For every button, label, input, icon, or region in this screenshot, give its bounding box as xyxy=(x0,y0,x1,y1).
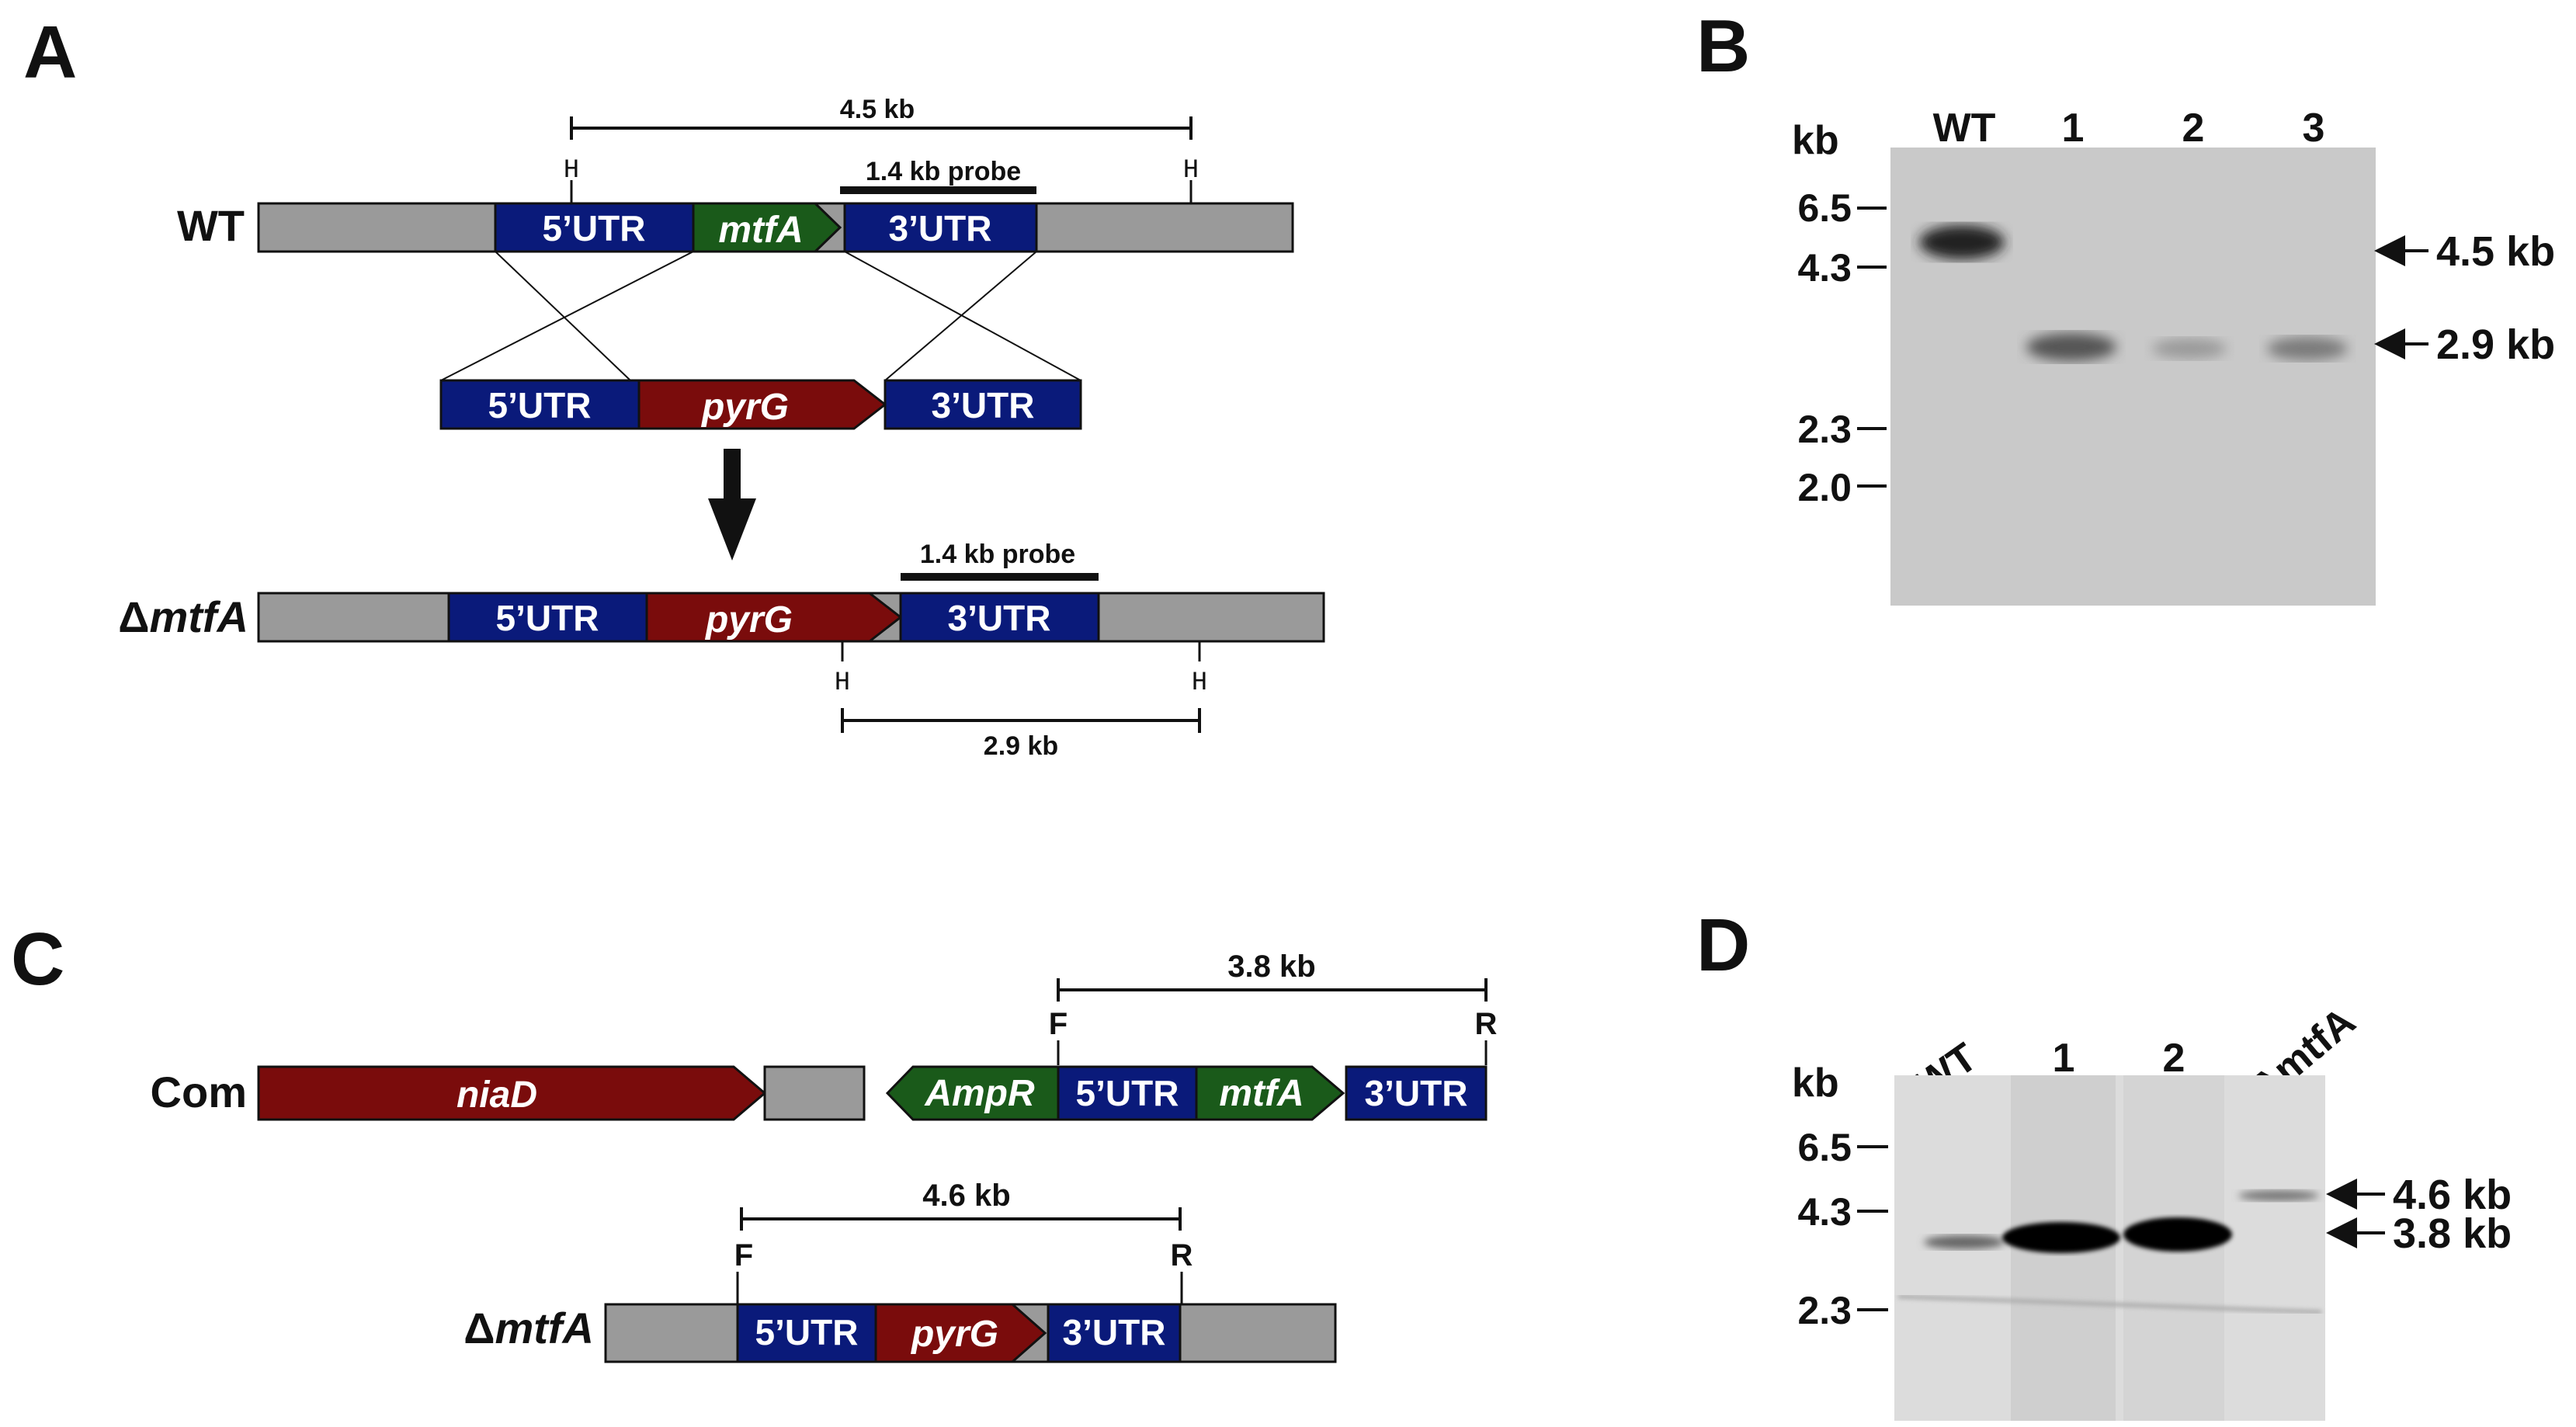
mut-c-primer-f: F xyxy=(734,1238,753,1272)
gel-b-marker-6.5: 6.5 xyxy=(1797,186,1852,230)
mut-c-range-bar: 4.6 kb xyxy=(740,1179,1182,1231)
gel-b-lane-wt: WT xyxy=(1933,106,1996,151)
mut-c-primer-r: R xyxy=(1171,1238,1193,1272)
panel-b: B kb WT 1 2 3 6.5 4.3 2.3 2.0 4.5 kb 2.9… xyxy=(1696,5,2555,606)
cassette-pyrg-arrow xyxy=(637,379,887,430)
gel-d-band-1 xyxy=(2002,1222,2120,1253)
gel-b-band-wt xyxy=(1919,225,2005,259)
mut-c-5utr-box xyxy=(736,1303,877,1363)
cassette-5utr-label: 5’UTR xyxy=(488,385,592,425)
mut-c-label: ΔmtfA xyxy=(463,1304,594,1352)
gel-d-arrow-3.8: 3.8 kb xyxy=(2393,1210,2512,1257)
mut-pyrg-arrow xyxy=(645,592,903,643)
cassette-3utr-label: 3’UTR xyxy=(932,385,1035,425)
com-primer-r: R xyxy=(1475,1007,1498,1041)
mut-c-3utr-box xyxy=(1047,1303,1182,1363)
gel-b-lane-1: 1 xyxy=(2062,106,2085,151)
gel-d-lane-1: 1 xyxy=(2053,1036,2075,1081)
wt-3utr-label: 3’UTR xyxy=(889,208,992,248)
com-5utr-label: 5’UTR xyxy=(1076,1073,1179,1113)
cassette-5utr-box xyxy=(439,379,641,430)
mut-c-pyrg-arrow xyxy=(874,1303,1047,1363)
com-mtfa-label: mtfA xyxy=(1219,1073,1304,1114)
gel-b-membrane xyxy=(1890,148,2376,606)
gel-d-marker-6.5: 6.5 xyxy=(1797,1126,1852,1169)
gel-b-lane-2: 2 xyxy=(2182,106,2205,151)
wt-mtfa-label: mtfA xyxy=(718,210,803,251)
com-gray-segment xyxy=(763,1065,866,1121)
gel-d-arrow-4.6: 4.6 kb xyxy=(2393,1172,2512,1218)
gel-d-unit: kb xyxy=(1792,1061,1839,1106)
gel-b-arrow-4.5: 4.5 kb xyxy=(2436,228,2555,275)
gel-b-marker-2.0: 2.0 xyxy=(1797,466,1852,509)
gel-d-lane-2: 2 xyxy=(2163,1036,2185,1081)
panel-c-letter: C xyxy=(11,918,64,1001)
wt-range-label: 4.5 kb xyxy=(840,95,915,124)
cassette-pyrg-label: pyrG xyxy=(700,387,789,428)
com-niad-label: niaD xyxy=(457,1075,537,1116)
gel-d-marker-2.3: 2.3 xyxy=(1797,1289,1852,1332)
gel-b-marker-4.3: 4.3 xyxy=(1797,246,1852,290)
mut-site-h-right: H xyxy=(1192,668,1207,698)
cassette-3utr-box xyxy=(884,379,1082,430)
mut-5utr-label: 5’UTR xyxy=(496,598,599,638)
com-mtfa-arrow xyxy=(1195,1065,1345,1121)
com-primer-f: F xyxy=(1049,1007,1068,1041)
mut-5utr-box xyxy=(447,592,648,643)
gel-b-arrow-2.9: 2.9 kb xyxy=(2436,321,2555,368)
wt-5utr-label: 5’UTR xyxy=(543,208,646,248)
wt-5utr-box xyxy=(494,202,695,253)
wt-site-h-right: H xyxy=(1183,156,1199,186)
gel-b-band-1 xyxy=(2026,333,2116,361)
panel-a-letter: A xyxy=(23,11,77,94)
panel-c: C 3.8 kb F R Com niaD AmpR 5’UTR mtfA 3’… xyxy=(11,918,1498,1363)
gel-b-lane-3: 3 xyxy=(2303,106,2325,151)
down-arrow-icon xyxy=(708,449,756,561)
gel-b-marker-2.3: 2.3 xyxy=(1797,408,1852,451)
com-3utr-box xyxy=(1345,1065,1488,1121)
gel-b-unit: kb xyxy=(1792,118,1839,163)
mut-probe-label: 1.4 kb probe xyxy=(920,540,1075,569)
gel-b-band-2 xyxy=(2152,339,2227,359)
gel-d-band-2 xyxy=(2123,1217,2232,1252)
mut-probe-bar xyxy=(901,573,1099,581)
com-ampr-label: AmpR xyxy=(924,1073,1035,1114)
panel-d: D kb WT 1 2 ΔmtfA 6.5 4.3 2.3 4.6 kb 3.8… xyxy=(1696,904,2512,1421)
wt-mtfa-arrow xyxy=(692,202,842,253)
wt-probe-label: 1.4 kb probe xyxy=(866,157,1021,186)
gel-b-band-3 xyxy=(2267,337,2348,360)
com-3utr-label: 3’UTR xyxy=(1365,1073,1468,1113)
wt-probe-bar xyxy=(840,186,1036,194)
wt-3utr-box xyxy=(843,202,1038,253)
gel-d-marker-4.3: 4.3 xyxy=(1797,1190,1852,1234)
com-5utr-box xyxy=(1057,1065,1198,1121)
gel-d-band-wt xyxy=(1924,1235,2005,1249)
crossover-lines xyxy=(440,251,1081,381)
mut-c-3utr-label: 3’UTR xyxy=(1063,1312,1166,1352)
com-ampr-arrow xyxy=(885,1065,1060,1121)
mut-3utr-box xyxy=(899,592,1100,643)
wt-range-bar: 4.5 kb xyxy=(570,95,1193,140)
mut-range-label: 2.9 kb xyxy=(984,731,1058,761)
gel-d-band-mtfa xyxy=(2238,1190,2319,1201)
com-label: Com xyxy=(151,1068,247,1116)
mut-c-pyrg-label: pyrG xyxy=(910,1314,998,1355)
wt-label: WT xyxy=(177,201,245,250)
com-range-label: 3.8 kb xyxy=(1227,950,1315,984)
com-range-bar: 3.8 kb xyxy=(1057,950,1488,1002)
mut-range-bar: 2.9 kb xyxy=(841,708,1201,761)
panel-d-letter: D xyxy=(1696,904,1750,987)
panel-a: A 4.5 kb H H 1.4 kb probe WT 5’UTR mtfA … xyxy=(23,11,1325,761)
mut-3utr-label: 3’UTR xyxy=(948,598,1051,638)
com-niad-arrow xyxy=(257,1065,767,1121)
mut-site-h-left: H xyxy=(835,668,850,698)
mut-pyrg-label: pyrG xyxy=(704,599,793,641)
mut-c-5utr-label: 5’UTR xyxy=(755,1312,859,1352)
mut-label: ΔmtfA xyxy=(118,592,248,641)
mut-c-range-label: 4.6 kb xyxy=(922,1179,1010,1213)
panel-b-letter: B xyxy=(1696,5,1750,88)
wt-site-h-left: H xyxy=(564,156,579,186)
